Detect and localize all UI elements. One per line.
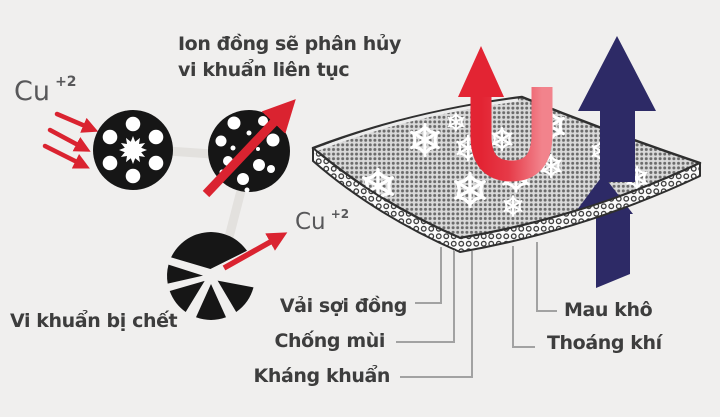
dead-bacteria-label: Vi khuẩn bị chết — [10, 310, 178, 332]
kill-arrow — [202, 99, 296, 198]
headline-line1: Ion đồng sẽ phân hủy — [178, 33, 401, 55]
cu-ion-released-label: Cu +2 — [295, 207, 349, 235]
cu-charge: +2 — [55, 74, 77, 90]
callout-breathable: Thoáng khí — [547, 332, 662, 354]
connector-lines — [163, 146, 248, 250]
cu-symbol: Cu — [14, 76, 50, 107]
callout-quick-dry: Mau khô — [564, 299, 653, 321]
callout-leader-lines — [396, 242, 557, 378]
dead-bacteria-icon — [167, 232, 288, 320]
callout-copper-fabric: Vải sợi đồng — [279, 295, 408, 317]
odor-return-arrow-icon — [458, 46, 553, 182]
fabric-edge-band — [312, 147, 701, 253]
cu-ion-top-label: Cu +2 — [14, 74, 77, 107]
cell-core-star — [119, 136, 147, 164]
headline-text: Ion đồng sẽ phân hủy vi khuẩn liên tục — [178, 31, 401, 83]
ion-release-arrow — [222, 232, 288, 271]
callout-odor-resistant: Chống mùi — [274, 330, 385, 352]
cu-symbol: Cu — [295, 209, 326, 235]
cu-charge: +2 — [330, 207, 350, 221]
headline-line2: vi khuẩn liên tục — [178, 59, 350, 81]
bacteria-under-attack-icon — [202, 99, 296, 198]
bacteria-icon — [93, 110, 173, 190]
copper-ion-arrows-icon — [42, 111, 99, 169]
callout-antibacterial: Kháng khuẩn — [253, 365, 391, 387]
